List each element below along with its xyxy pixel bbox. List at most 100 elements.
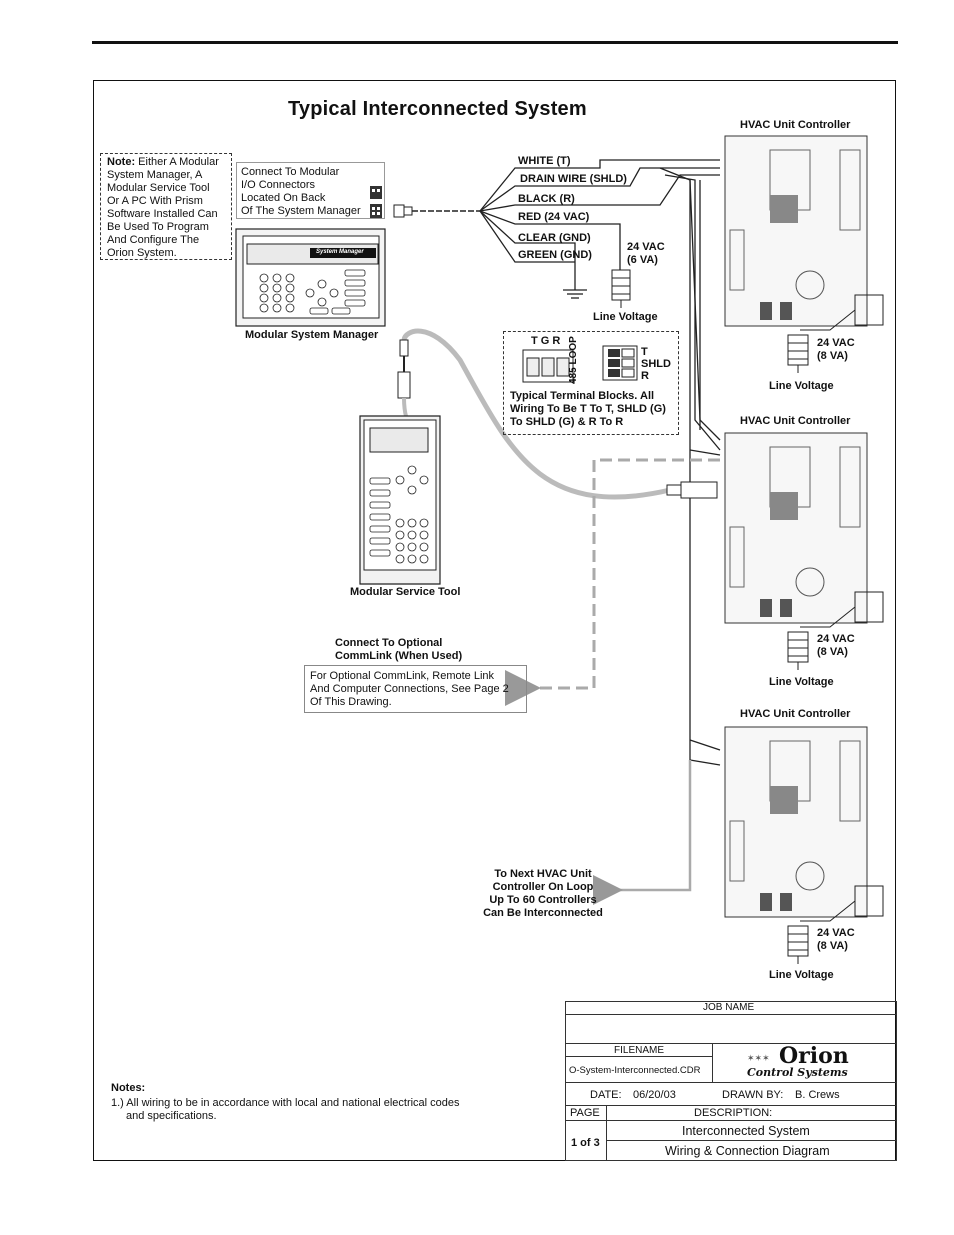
job-name-cell <box>565 1014 897 1044</box>
description-line-1: Interconnected System <box>682 1124 810 1138</box>
description-label: DESCRIPTION: <box>694 1107 773 1119</box>
divider <box>565 1082 897 1083</box>
note-bold: Note: <box>107 156 136 168</box>
next-controller-line: To Next HVAC Unit <box>494 868 592 880</box>
terminal-caption-line: Typical Terminal Blocks. All <box>510 390 655 402</box>
wire-bundle <box>479 159 721 766</box>
terminal-caption-line: To SHLD (G) & R To R <box>510 416 624 428</box>
logo-name: Orion <box>779 1043 849 1069</box>
note-line: Or A PC With Prism <box>107 195 203 207</box>
connect-note: Connect To Modular I/O Connectors Locate… <box>236 162 385 219</box>
note-line: System Manager, A <box>107 169 203 181</box>
system-manager-device <box>235 228 386 327</box>
cable-plug-icon <box>393 204 480 218</box>
terminal-tgr-label: T G R <box>531 335 561 347</box>
wire-label-green: GREEN (GND) <box>518 249 592 261</box>
service-tool-caption: Modular Service Tool <box>350 586 461 598</box>
commlink-text-line: Of This Drawing. <box>310 696 392 708</box>
divider <box>565 1120 607 1121</box>
next-controller-note: To Next HVAC Unit Controller On Loop Up … <box>478 868 608 920</box>
date-label: DATE: <box>590 1089 622 1101</box>
wire-label-black: BLACK (R) <box>518 193 575 205</box>
commlink-path <box>505 458 720 706</box>
next-controller-line: Up To 60 Controllers <box>489 894 597 906</box>
controller-label: HVAC Unit Controller <box>740 119 851 131</box>
wire-label-white: WHITE (T) <box>518 155 571 167</box>
wire-label-drain: DRAIN WIRE (SHLD) <box>520 173 627 185</box>
controller-rating: 24 VAC <box>817 927 855 939</box>
controller-label: HVAC Unit Controller <box>740 708 851 720</box>
system-manager-display-label: System Manager <box>316 249 364 255</box>
description-line-2: Wiring & Connection Diagram <box>665 1144 830 1158</box>
controller-board-3 <box>724 726 884 922</box>
next-controller-path <box>593 760 692 905</box>
controller-rating: 24 VAC <box>817 633 855 645</box>
terminal-block-box <box>503 331 679 435</box>
logo-stars-icon: ✶✶✶ <box>747 1053 770 1063</box>
commlink-text-line: And Computer Connections, See Page 2 <box>310 683 509 695</box>
wire-label-red: RED (24 VAC) <box>518 211 590 223</box>
page-title: Typical Interconnected System <box>288 98 587 120</box>
divider <box>606 1105 607 1161</box>
wire-label-clear: CLEAR (GND) <box>518 232 591 244</box>
transformer-icon <box>611 269 631 308</box>
filename-label: FILENAME <box>614 1045 665 1056</box>
commlink-heading-line: CommLink (When Used) <box>335 650 463 662</box>
line-voltage-label: Line Voltage <box>593 311 658 323</box>
transformer-icon <box>787 334 809 373</box>
job-name-label: JOB NAME <box>703 1002 755 1013</box>
controller-label: HVAC Unit Controller <box>740 415 851 427</box>
page-label: PAGE <box>570 1107 600 1119</box>
divider <box>712 1044 713 1082</box>
terminal-loop-label: 485 LOOP <box>568 336 579 384</box>
note-line: And Configure The <box>107 234 200 246</box>
header-rule <box>92 41 898 44</box>
controller-va: (8 VA) <box>817 940 848 952</box>
divider <box>565 1056 712 1057</box>
transformer-va: (6 VA) <box>627 254 658 266</box>
filename-value: O-System-Interconnected.CDR <box>569 1065 701 1076</box>
connect-line: I/O Connectors <box>241 179 315 191</box>
transformer-icon <box>787 631 809 670</box>
transformer-rating: 24 VAC <box>627 241 665 253</box>
orion-logo: Orion Control Systems <box>745 1043 849 1079</box>
logo-sub: Control Systems <box>747 1066 848 1079</box>
page-value: 1 of 3 <box>571 1137 600 1149</box>
system-manager-caption: Modular System Manager <box>245 329 379 341</box>
title-block <box>565 1001 897 1161</box>
note-box: Note: Either A Modular System Manager, A… <box>100 153 232 260</box>
drawn-by-value: B. Crews <box>795 1089 840 1101</box>
commlink-text-line: For Optional CommLink, Remote Link <box>310 670 495 682</box>
terminal-caption-line: Wiring To Be T To T, SHLD (G) <box>510 403 666 415</box>
service-tool-device <box>359 415 441 585</box>
service-cable <box>397 328 718 500</box>
transformer-icon <box>787 925 809 964</box>
notes-item: 1.) All wiring to be in accordance with … <box>111 1097 460 1109</box>
note-line: Either A Modular <box>135 156 219 168</box>
terminal-t-label: T <box>641 346 648 358</box>
notes-item-cont: and specifications. <box>126 1110 217 1122</box>
note-line: Modular Service Tool <box>107 182 210 194</box>
drawing-frame <box>93 80 896 1161</box>
commlink-heading-line: Connect To Optional <box>335 637 443 649</box>
io-connector-icon <box>370 186 382 218</box>
controller-line-voltage: Line Voltage <box>769 676 834 688</box>
controller-va: (8 VA) <box>817 646 848 658</box>
commlink-heading: Connect To Optional CommLink (When Used) <box>335 637 462 663</box>
terminal-block-icon <box>522 345 638 383</box>
drawn-by-label: DRAWN BY: <box>722 1089 784 1101</box>
note-line: Be Used To Program <box>107 221 209 233</box>
controller-board-2 <box>724 432 884 628</box>
terminal-caption: Typical Terminal Blocks. All Wiring To B… <box>510 390 666 429</box>
controller-line-voltage: Line Voltage <box>769 969 834 981</box>
controller-line-voltage: Line Voltage <box>769 380 834 392</box>
date-value: 06/20/03 <box>633 1089 676 1101</box>
controller-board-1 <box>724 135 884 331</box>
controller-va: (8 VA) <box>817 350 848 362</box>
connect-line: Of The System Manager <box>241 205 361 217</box>
next-controller-line: Controller On Loop <box>492 881 594 893</box>
next-controller-line: Can Be Interconnected <box>483 907 603 919</box>
divider <box>606 1140 897 1141</box>
notes-heading: Notes: <box>111 1082 146 1094</box>
